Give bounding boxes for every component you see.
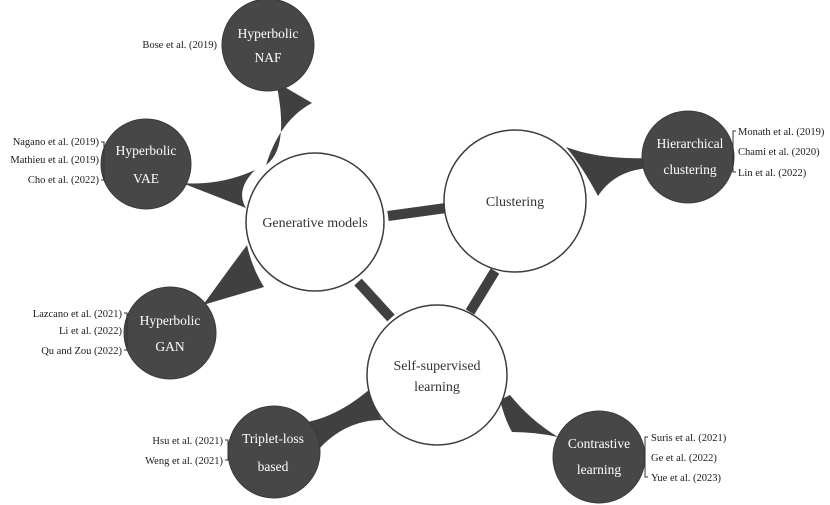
refs-contrastive: Suris et al. (2021) Ge et al. (2022) Yue…: [651, 433, 727, 484]
satellite-label-line-1: Hierarchical: [657, 136, 724, 151]
satellite-circle: [641, 110, 735, 204]
satellite-triplet-loss-based: Triplet-loss based: [227, 405, 321, 499]
satellite-circle: [123, 286, 217, 380]
satellite-connectors: [182, 82, 652, 450]
bracket-vae-refs: [101, 141, 105, 181]
reference-text: Monath et al. (2019): [738, 127, 825, 138]
satellite-label-line-2: VAE: [133, 171, 159, 186]
satellite-label-line-2: NAF: [254, 50, 281, 65]
connector-contrastive: [500, 395, 558, 437]
satellite-circle: [227, 405, 321, 499]
satellite-label-line-2: clustering: [663, 162, 716, 177]
connector-naf: [266, 82, 312, 165]
reference-text: Bose et al. (2019): [142, 40, 217, 51]
satellite-label-line-1: Hyperbolic: [140, 313, 201, 328]
reference-text: Suris et al. (2021): [651, 433, 727, 444]
refs-vae: Nagano et al. (2019) Mathieu et al. (201…: [10, 137, 99, 186]
satellite-label-line-1: Hyperbolic: [116, 143, 177, 158]
hub-circle: [366, 304, 508, 446]
satellite-label-line-1: Triplet-loss: [242, 431, 304, 446]
reference-text: Lin et al. (2022): [738, 168, 807, 179]
hub-self-supervised-learning: Self-supervised learning: [366, 304, 508, 446]
bracket-contrastive-refs: [644, 436, 648, 478]
hub-label-line-1: Self-supervised: [393, 359, 480, 374]
hub-label-line-2: learning: [414, 380, 460, 395]
satellite-label-line-1: Hyperbolic: [238, 26, 299, 41]
reference-text: Li et al. (2022): [59, 326, 122, 337]
bracket-gan-refs: [124, 312, 128, 351]
satellite-label-line-2: learning: [577, 462, 621, 477]
satellite-hyperbolic-naf: Hyperbolic NAF: [221, 0, 315, 92]
satellite-circle: [221, 0, 315, 92]
bracket-triplet-refs: [225, 439, 229, 461]
satellite-hierarchical-clustering: Hierarchical clustering: [641, 110, 735, 204]
hub-clustering: Clustering: [443, 129, 587, 273]
satellite-hyperbolic-gan: Hyperbolic GAN: [123, 286, 217, 380]
connector-triplet: [301, 380, 382, 450]
connector-hierarchical: [566, 147, 652, 196]
connector-vae: [182, 170, 255, 208]
reference-text: Ge et al. (2022): [651, 453, 717, 464]
reference-text: Lazcano et al. (2021): [33, 309, 123, 320]
connector-gan: [203, 245, 264, 305]
satellite-label-line-2: based: [258, 459, 289, 474]
reference-text: Weng et al. (2021): [145, 456, 223, 467]
connector-generative-clustering: [387, 203, 447, 221]
connector-generative-selfsupervised: [354, 278, 395, 322]
satellite-label-line-1: Contrastive: [568, 436, 630, 451]
satellite-circle: [100, 118, 192, 210]
satellite-label-line-2: GAN: [155, 339, 184, 354]
reference-text: Qu and Zou (2022): [41, 346, 122, 357]
hub-connectors: [354, 203, 500, 322]
connector-clustering-selfsupervised: [465, 268, 500, 315]
satellite-circle: [552, 410, 646, 504]
refs-naf: Bose et al. (2019): [142, 40, 217, 51]
reference-text: Nagano et al. (2019): [13, 137, 100, 148]
bracket-hierarchical-refs: [732, 130, 736, 173]
refs-gan: Lazcano et al. (2021) Li et al. (2022) Q…: [33, 309, 123, 357]
hub-label: Generative models: [262, 216, 367, 231]
reference-brackets: [101, 130, 736, 478]
satellite-contrastive-learning: Contrastive learning: [552, 410, 646, 504]
refs-triplet: Hsu et al. (2021) Weng et al. (2021): [145, 436, 223, 467]
reference-text: Chami et al. (2020): [738, 147, 820, 158]
hub-circle: [245, 152, 385, 292]
satellite-hyperbolic-vae: Hyperbolic VAE: [100, 118, 192, 210]
hub-generative-models: Generative models: [245, 152, 385, 292]
reference-text: Hsu et al. (2021): [152, 436, 223, 447]
refs-hierarchical: Monath et al. (2019) Chami et al. (2020)…: [738, 127, 825, 179]
reference-text: Cho et al. (2022): [28, 175, 100, 186]
hub-circle: [443, 129, 587, 273]
hub-label: Clustering: [486, 195, 544, 210]
reference-text: Yue et al. (2023): [651, 473, 721, 484]
reference-text: Mathieu et al. (2019): [10, 155, 99, 166]
